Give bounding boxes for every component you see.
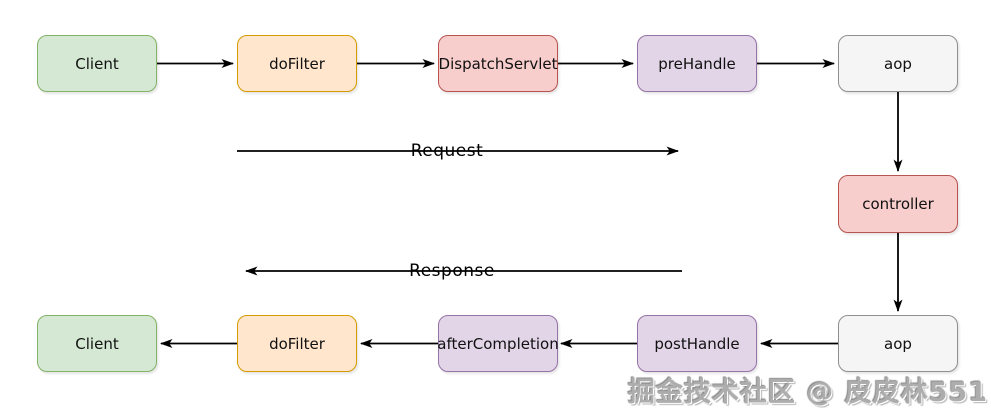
node-client-top: Client <box>37 35 157 92</box>
request-flow-label: Request <box>410 141 484 161</box>
node-controller: controller <box>838 175 958 233</box>
node-post-handle: postHandle <box>637 315 757 372</box>
node-after-completion: afterCompletion <box>437 315 559 372</box>
watermark-text: 掘金技术社区 @ 皮皮林551 <box>627 377 988 408</box>
node-dispatch-servlet: DispatchServlet <box>438 35 558 92</box>
node-aop-bottom: aop <box>838 315 958 372</box>
node-pre-handle: preHandle <box>637 35 757 92</box>
response-flow-label: Response <box>409 261 495 281</box>
node-client-bottom: Client <box>37 315 157 372</box>
node-dofilter-top: doFilter <box>237 35 357 92</box>
node-dofilter-bottom: doFilter <box>237 315 357 372</box>
node-aop-top: aop <box>838 35 958 92</box>
